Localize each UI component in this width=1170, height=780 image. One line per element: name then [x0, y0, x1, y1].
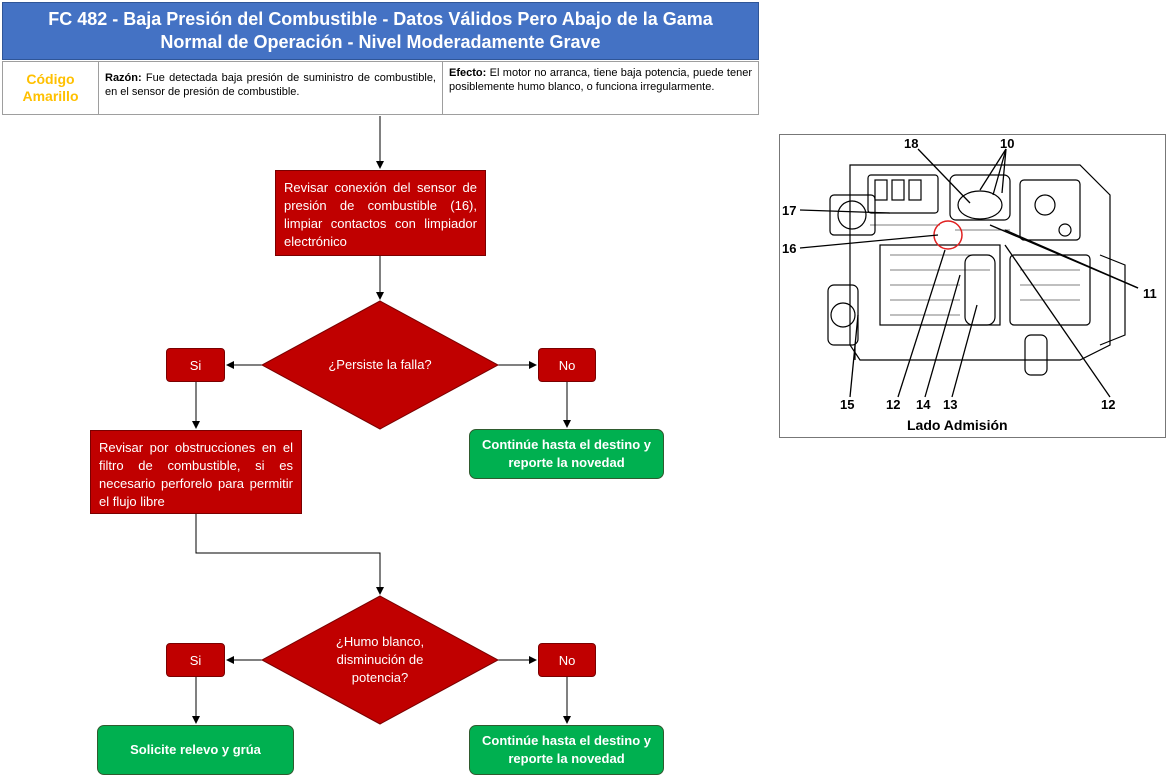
- yes2-box: Si: [166, 643, 225, 677]
- decision1-label: ¿Persiste la falla?: [320, 345, 440, 385]
- reason-cell: Razón: Fue detectada baja presión de sum…: [99, 62, 443, 114]
- end-continue2-text: Continúe hasta el destino y reporte la n…: [481, 733, 652, 766]
- end-continue1: Continúe hasta el destino y reporte la n…: [469, 429, 664, 479]
- callout-12a: 12: [886, 397, 900, 412]
- step1-text: Revisar conexión del sensor de presión d…: [284, 180, 477, 249]
- info-row: Código Amarillo Razón: Fue detectada baj…: [2, 61, 759, 115]
- no1-label: No: [558, 357, 576, 373]
- callout-18: 18: [904, 136, 918, 151]
- yes2-label: Si: [189, 652, 202, 668]
- arrow-step2-to-decision2: [195, 513, 384, 595]
- callout-17: 17: [782, 203, 796, 218]
- callout-13: 13: [943, 397, 957, 412]
- decision1-text: ¿Persiste la falla?: [328, 357, 432, 372]
- end-tow-text: Solicite relevo y grúa: [130, 742, 261, 757]
- no1-box: No: [538, 348, 596, 382]
- decision2-text: ¿Humo blanco, disminución de potencia?: [335, 634, 425, 685]
- figure-caption: Lado Admisión: [907, 417, 1008, 433]
- yes1-label: Si: [189, 357, 202, 373]
- engine-figure: 18 10 17 16 11 15 12 14 13 12 Lado Admis…: [779, 134, 1166, 438]
- end-tow: Solicite relevo y grúa: [97, 725, 294, 775]
- code-cell: Código Amarillo: [3, 62, 99, 114]
- callout-12b: 12: [1101, 397, 1115, 412]
- callout-14: 14: [916, 397, 931, 412]
- callout-10: 10: [1000, 136, 1014, 151]
- reason-text: Fue detectada baja presión de suministro…: [105, 72, 436, 98]
- no2-box: No: [538, 643, 596, 677]
- code-label: Código Amarillo: [22, 71, 79, 104]
- engine-drawing: 18 10 17 16 11 15 12 14 13 12 Lado Admis…: [782, 136, 1157, 433]
- effect-cell: Efecto: El motor no arranca, tiene baja …: [443, 62, 758, 114]
- no2-label: No: [558, 652, 576, 668]
- end-continue1-text: Continúe hasta el destino y reporte la n…: [481, 437, 652, 470]
- callout-11: 11: [1143, 286, 1157, 301]
- step2-text: Revisar por obstrucciones en el filtro d…: [99, 440, 293, 509]
- decision1-diamond: [260, 300, 500, 430]
- decision2-diamond: [260, 595, 500, 725]
- effect-text: El motor no arranca, tiene baja potencia…: [449, 67, 752, 93]
- end-continue2: Continúe hasta el destino y reporte la n…: [469, 725, 664, 775]
- step2-box: Revisar por obstrucciones en el filtro d…: [90, 430, 302, 514]
- decision2-label: ¿Humo blanco, disminución de potencia?: [315, 632, 445, 688]
- effect-label: Efecto:: [449, 67, 487, 79]
- yes1-box: Si: [166, 348, 225, 382]
- title-text: FC 482 - Baja Presión del Combustible - …: [48, 9, 713, 52]
- page-title: FC 482 - Baja Presión del Combustible - …: [2, 2, 759, 60]
- callout-16: 16: [782, 241, 796, 256]
- callout-15: 15: [840, 397, 854, 412]
- step1-box: Revisar conexión del sensor de presión d…: [275, 170, 486, 256]
- reason-label: Razón:: [105, 72, 142, 84]
